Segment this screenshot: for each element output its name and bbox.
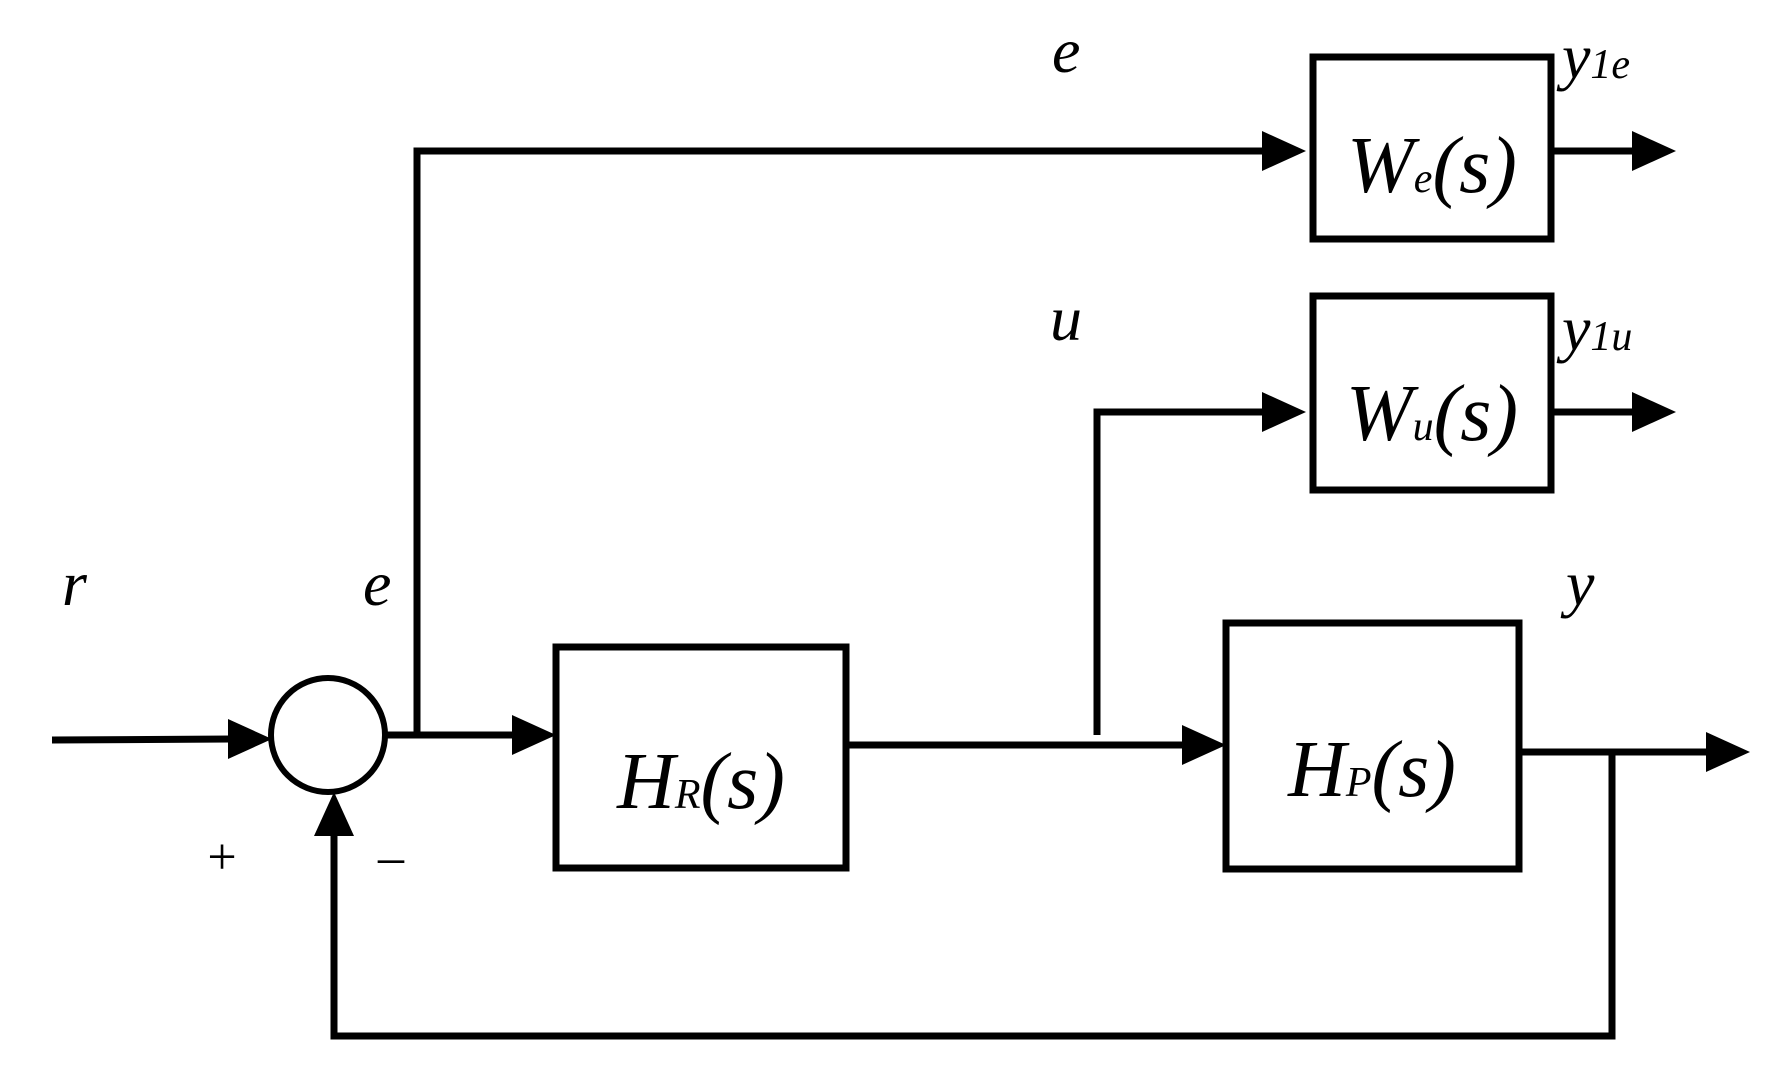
summing-junction [268, 675, 388, 795]
input-wire-r [51, 735, 233, 744]
wire-error-branch [413, 147, 1266, 735]
weight-u-block [1309, 292, 1555, 494]
plant-block [1222, 619, 1523, 873]
arrow-input-to-sum [228, 719, 272, 759]
arrow-to-weight-e [1262, 131, 1306, 171]
minus-sign: – [377, 829, 405, 886]
arrow-to-controller [512, 715, 556, 755]
controller-label: HR(s) [616, 738, 785, 826]
arrow-output-y [1706, 732, 1750, 772]
signal-e-top-label: e [1052, 15, 1080, 86]
weight-e-label: We(s) [1347, 122, 1517, 210]
signal-y1u-label: y1u [1556, 293, 1632, 364]
arrow-output-y1u [1632, 392, 1676, 432]
arrow-feedback-to-sum [314, 792, 354, 836]
plant-label: HP(s) [1287, 726, 1456, 814]
signal-u-label: u [1050, 283, 1082, 354]
arrow-output-y1e [1632, 131, 1676, 171]
signal-y-label: y [1560, 548, 1595, 619]
signal-y1e-label: y1e [1556, 21, 1630, 92]
arrow-to-plant [1182, 725, 1226, 765]
wire-control-branch [1093, 408, 1266, 735]
signal-r-label: r [62, 548, 88, 619]
controller-block [552, 643, 850, 872]
weight-u-label: Wu(s) [1346, 370, 1518, 458]
feedback-wire [330, 752, 1616, 1040]
signal-e-sum-label: e [363, 548, 391, 619]
weight-e-block [1309, 53, 1555, 243]
plus-sign: + [207, 829, 236, 886]
arrow-to-weight-u [1262, 392, 1306, 432]
